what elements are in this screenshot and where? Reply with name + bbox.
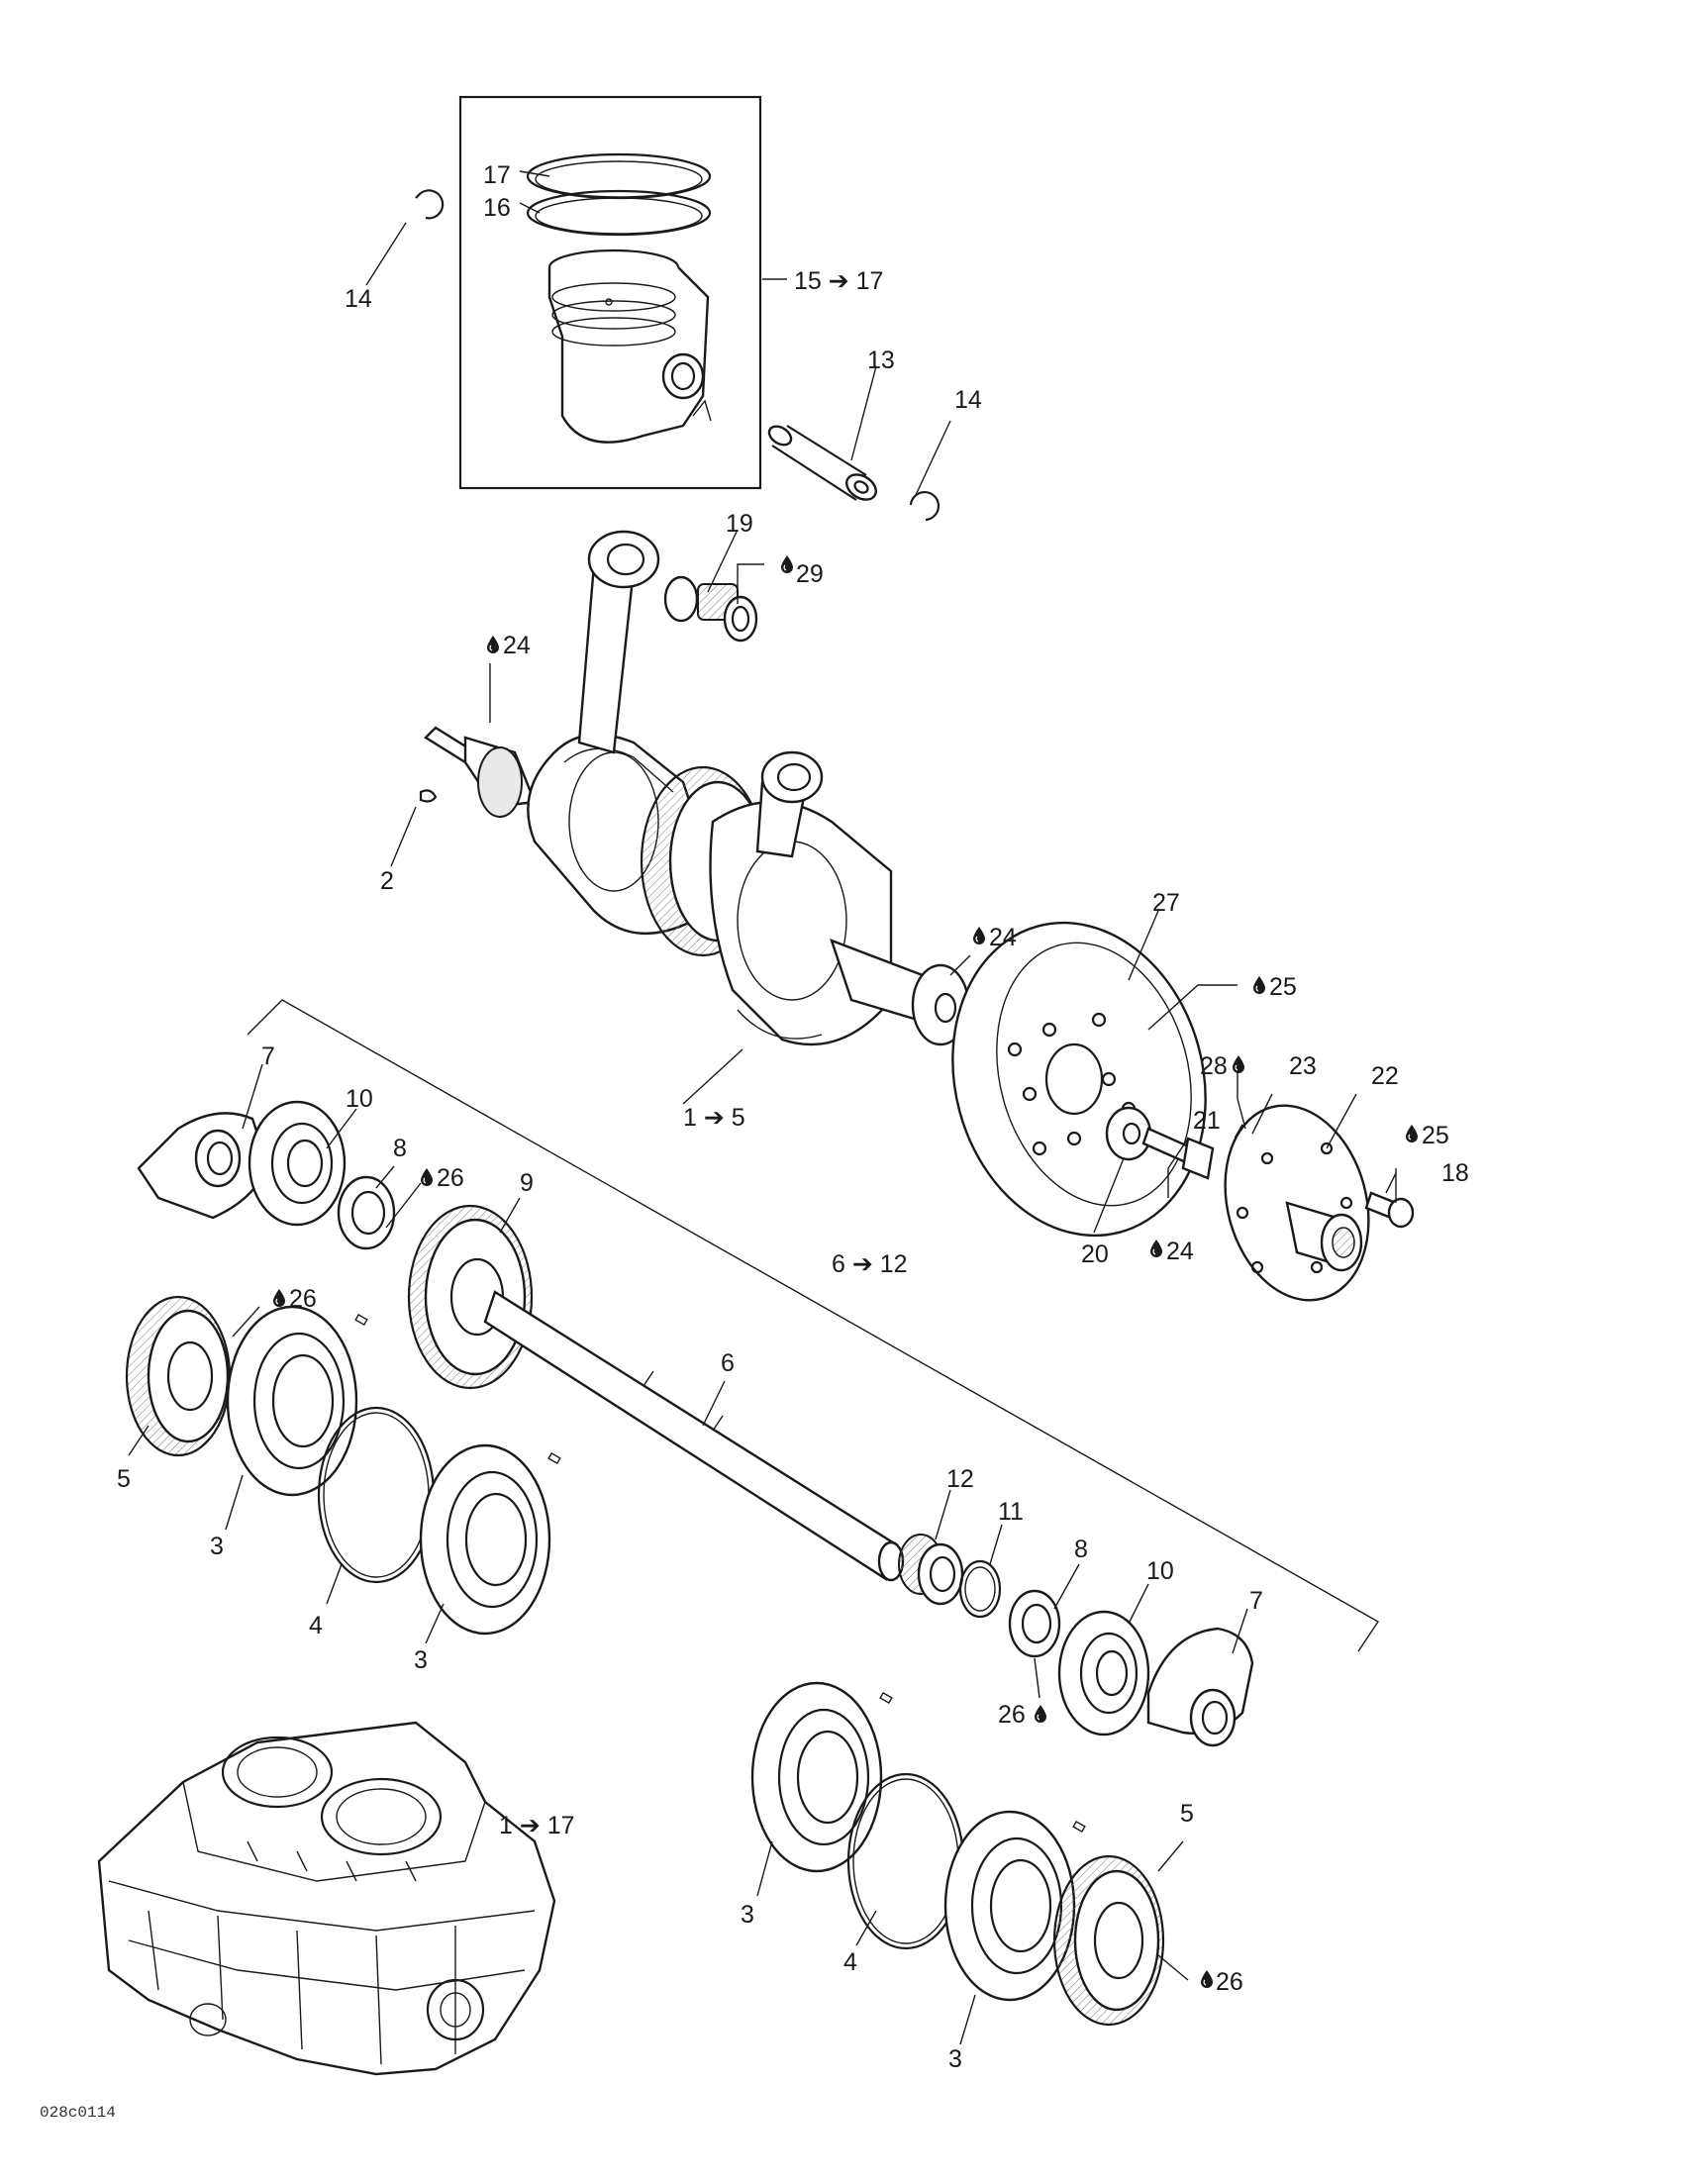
- oil-drop-icon: [487, 636, 499, 653]
- callout-19: 19: [726, 510, 753, 538]
- callout-2: 2: [380, 867, 394, 895]
- leader-lines: [128, 170, 1397, 2045]
- flywheel-27: [951, 921, 1207, 1238]
- callout-3-right-a: 3: [741, 1901, 754, 1929]
- callout-1-to-5: 1 ➔ 5: [683, 1104, 745, 1132]
- screw-18: [1364, 1191, 1415, 1229]
- oil-drop-icon: [973, 927, 985, 944]
- oil-drop-icon: [273, 1289, 285, 1307]
- callout-3-left-a: 3: [210, 1533, 224, 1560]
- callout-7-left: 7: [261, 1042, 275, 1070]
- bearing-3-right-a: [750, 1681, 893, 1873]
- callout-9: 9: [520, 1169, 534, 1197]
- piston-group-frame: [458, 95, 762, 490]
- balance-shaft-6: [483, 1290, 905, 1582]
- bearing-3-left-a: [226, 1305, 368, 1497]
- counterweight-7-left: [137, 1112, 269, 1220]
- oil-drop-icon: [1201, 1970, 1213, 1988]
- callout-16: 16: [483, 194, 511, 222]
- callout-4-right: 4: [843, 1948, 857, 1976]
- callout-27: 27: [1152, 889, 1180, 917]
- callout-3-right-b: 3: [948, 2045, 962, 2073]
- callout-4-left: 4: [309, 1612, 323, 1639]
- connecting-rod-left: [577, 530, 660, 754]
- callout-26-c: 26: [998, 1701, 1026, 1729]
- oil-drop-icon: [1253, 976, 1265, 994]
- woodruff-key-2: [419, 789, 438, 803]
- diagram-code: 028c0114: [40, 2104, 116, 2122]
- bolt-21: [1141, 1127, 1215, 1180]
- callout-6: 6: [721, 1349, 735, 1377]
- bearing-10-left: [248, 1100, 346, 1227]
- callout-14: 14: [345, 285, 372, 313]
- counterweight-7-right: [1146, 1627, 1254, 1747]
- callout-11: 11: [998, 1498, 1024, 1526]
- hub-22: [1224, 1104, 1370, 1302]
- callout-3-left-b: 3: [414, 1646, 428, 1674]
- oil-drop-icon: [421, 1168, 433, 1186]
- o-ring-4-left: [317, 1406, 436, 1584]
- piston-ring-16: [526, 189, 712, 237]
- callout-24-top: 24: [503, 632, 531, 659]
- balance-shaft-group-bracket: [247, 999, 1379, 1652]
- washer-20: [1105, 1106, 1152, 1161]
- callout-24-bottom: 24: [1166, 1238, 1194, 1265]
- callout-26-d: 26: [1216, 1968, 1243, 1996]
- engine-block-thumbnail: [97, 1721, 556, 2076]
- callout-labels: 14 17 16 15 ➔ 17 13 14 19 29 24 2 27 24 …: [117, 161, 1469, 2073]
- connecting-rod-right: [755, 750, 824, 858]
- callout-25-right: 25: [1422, 1122, 1449, 1149]
- oil-drop-icon: [781, 555, 793, 573]
- seal-5-right: [1052, 1854, 1165, 2027]
- callout-26-b: 26: [289, 1285, 317, 1313]
- piston: [547, 248, 712, 444]
- callout-8-left: 8: [393, 1135, 407, 1162]
- retaining-ring-11: [958, 1559, 1002, 1619]
- callout-6-to-12: 6 ➔ 12: [832, 1250, 908, 1278]
- needle-bearing-12: [898, 1534, 964, 1606]
- callout-22: 22: [1371, 1062, 1399, 1090]
- callout-18: 18: [1441, 1159, 1469, 1187]
- callout-12: 12: [946, 1465, 974, 1493]
- bearing-10-right: [1057, 1610, 1150, 1737]
- ring-8-left: [337, 1175, 396, 1250]
- callout-26-a: 26: [437, 1164, 464, 1192]
- callout-24-mid: 24: [989, 924, 1017, 951]
- circlip-14-right: [909, 490, 940, 522]
- callout-23: 23: [1289, 1052, 1317, 1080]
- callout-13: 13: [867, 347, 895, 374]
- oil-drop-icon: [1406, 1125, 1418, 1142]
- oil-drop-icon: [1233, 1055, 1244, 1073]
- callout-5-right: 5: [1180, 1800, 1194, 1828]
- callout-7-right: 7: [1249, 1587, 1263, 1615]
- wrist-pin-13: [767, 425, 877, 501]
- seal-5-left: [125, 1295, 232, 1457]
- ring-8-right: [1008, 1589, 1061, 1658]
- oil-drop-icon: [1150, 1240, 1162, 1257]
- callout-17: 17: [483, 161, 511, 189]
- callout-8-right: 8: [1074, 1536, 1088, 1563]
- piston-group: [458, 95, 762, 490]
- callout-1-to-17: 1 ➔ 17: [499, 1812, 575, 1839]
- callout-10-right: 10: [1146, 1557, 1174, 1585]
- circlip-14-top: [415, 189, 445, 220]
- callout-25-top: 25: [1269, 973, 1297, 1001]
- callout-20: 20: [1081, 1241, 1109, 1268]
- callout-28: 28: [1200, 1052, 1228, 1080]
- callout-10-left: 10: [346, 1085, 373, 1113]
- callout-5-left: 5: [117, 1465, 131, 1493]
- oil-drop-icon: [1035, 1705, 1046, 1723]
- callout-29: 29: [796, 560, 824, 588]
- callout-15-to-17: 15 ➔ 17: [794, 267, 883, 295]
- callout-21: 21: [1193, 1107, 1221, 1135]
- balance-gear-9: [407, 1204, 534, 1390]
- callout-14-right: 14: [954, 386, 982, 414]
- bearing-3-right-b: [943, 1810, 1086, 2002]
- crankshaft: [424, 530, 970, 1046]
- bearing-3-left-b: [419, 1443, 561, 1636]
